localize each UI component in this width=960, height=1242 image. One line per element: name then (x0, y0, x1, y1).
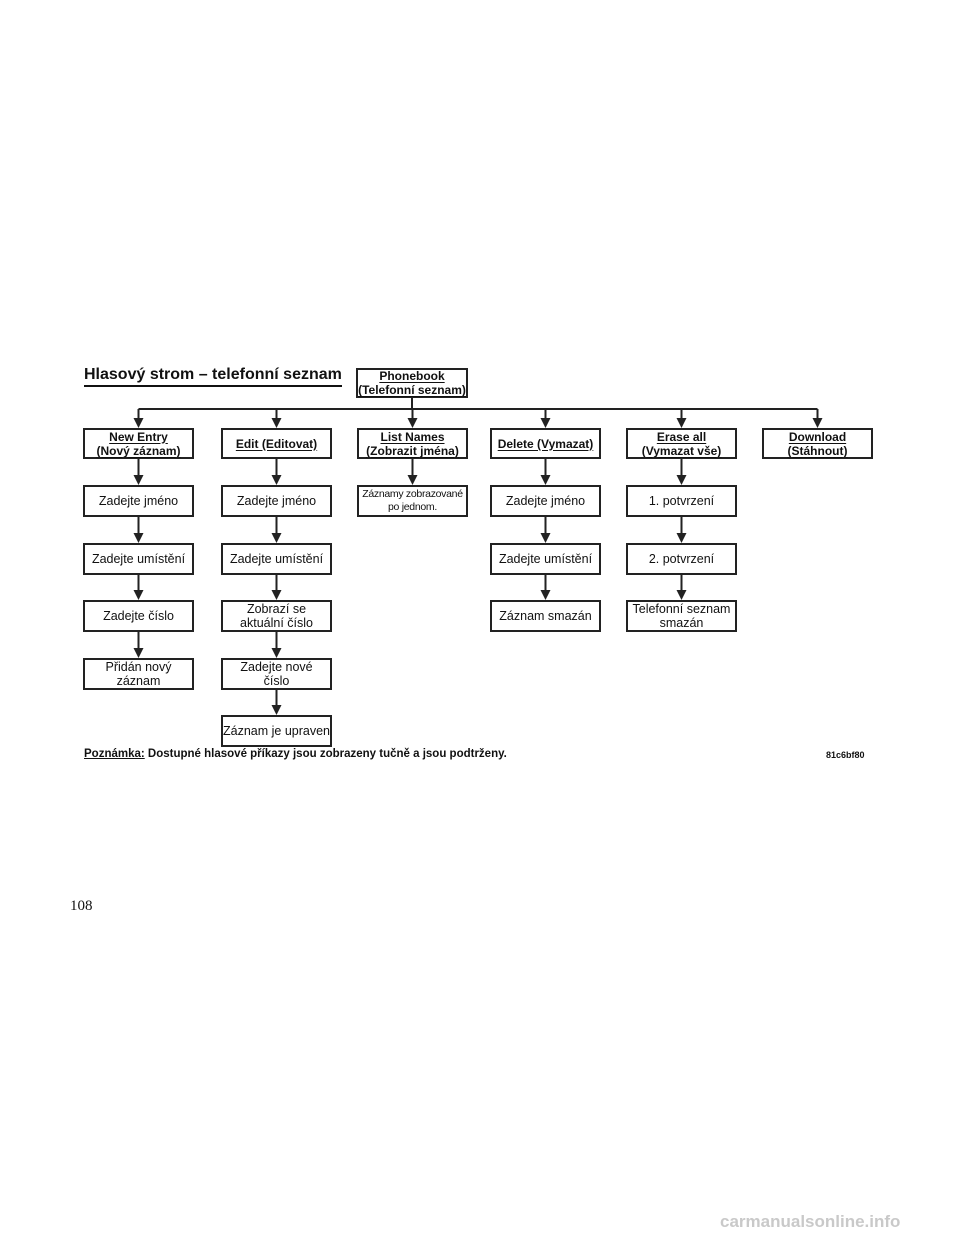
step-label-1-1-0: Zadejte umístění (229, 552, 324, 566)
command-label-2-1: (Zobrazit jména) (366, 443, 459, 458)
step-label-0-2-0: Zadejte číslo (103, 609, 174, 623)
step-node-1-0: Zadejte jméno (221, 485, 332, 517)
step-node-0-1: Zadejte umístění (83, 543, 194, 575)
step-label-4-2-1: smazán (659, 616, 704, 630)
arrow-4-2-head (676, 590, 687, 600)
step-node-4-0: 1. potvrzení (626, 485, 737, 517)
root-label-1: Phonebook (379, 369, 445, 383)
step-label-3-2-0: Záznam smazán (499, 609, 592, 623)
step-label-4-2-0: Telefonní seznam (632, 602, 731, 616)
command-node-1: Edit (Editovat) (221, 428, 332, 459)
command-label-4-0: Erase all (656, 429, 707, 444)
arrow-1-1-head (271, 533, 282, 543)
step-node-3-2: Záznam smazán (490, 600, 601, 632)
step-label-3-0-0: Zadejte jméno (505, 494, 586, 508)
root-label-2: (Telefonní seznam) (358, 383, 466, 397)
arrow-3-2-head (540, 590, 551, 600)
watermark: carmanualsonline.info (720, 1212, 901, 1231)
step-label-1-3-0: Zadejte nové (240, 660, 313, 674)
arrow-1-0-head (271, 475, 282, 485)
arrow-to-cmd-3-head (540, 418, 551, 428)
arrow-1-3-head (271, 648, 282, 658)
step-label-0-3-1: záznam (116, 674, 161, 688)
command-node-0: New Entry(Nový záznam) (83, 428, 194, 459)
root-phonebook-node: Phonebook (Telefonní seznam) (356, 368, 468, 398)
step-node-0-0: Zadejte jméno (83, 485, 194, 517)
step-label-0-0-0: Zadejte jméno (98, 494, 179, 508)
step-label-4-0-0: 1. potvrzení (648, 494, 715, 508)
command-label-1-0: Edit (Editovat) (235, 436, 318, 451)
command-node-2: List Names(Zobrazit jména) (357, 428, 468, 459)
command-label-4-1: (Vymazat vše) (641, 443, 722, 458)
step-node-3-0: Zadejte jméno (490, 485, 601, 517)
arrow-to-cmd-2-head (407, 418, 418, 428)
step-label-1-0-0: Zadejte jméno (236, 494, 317, 508)
arrow-to-cmd-5-head (812, 418, 823, 428)
arrow-4-1-head (676, 533, 687, 543)
arrow-0-3-head (133, 648, 144, 658)
arrow-1-2-head (271, 590, 282, 600)
command-label-3-0: Delete (Vymazat) (497, 436, 594, 451)
command-label-2-0: List Names (380, 429, 445, 444)
step-label-1-4-0: Záznam je upraven (223, 724, 331, 738)
step-label-0-3-0: Přidán nový (105, 660, 172, 674)
footnote: Poznámka: Dostupné hlasové příkazy jsou … (84, 748, 507, 760)
step-label-3-1-0: Zadejte umístění (498, 552, 593, 566)
step-node-3-1: Zadejte umístění (490, 543, 601, 575)
command-label-0-1: (Nový záznam) (96, 443, 181, 458)
command-label-5-0: Download (788, 429, 847, 444)
arrow-to-cmd-0-head (133, 418, 144, 428)
arrow-1-4-head (271, 705, 282, 715)
command-node-4: Erase all(Vymazat vše) (626, 428, 737, 459)
arrow-3-0-head (540, 475, 551, 485)
command-label-0-0: New Entry (109, 429, 168, 444)
step-node-4-1: 2. potvrzení (626, 543, 737, 575)
step-node-1-4: Záznam je upraven (221, 715, 332, 747)
command-node-5: Download(Stáhnout) (762, 428, 873, 459)
step-label-1-2-0: Zobrazí se (246, 602, 307, 616)
command-label-5-1: (Stáhnout) (787, 443, 848, 458)
footnote-label: Poznámka: (84, 748, 145, 760)
footnote-text: Dostupné hlasové příkazy jsou zobrazeny … (144, 748, 507, 760)
arrow-0-1-head (133, 533, 144, 543)
step-label-4-1-0: 2. potvrzení (648, 552, 715, 566)
step-node-1-1: Zadejte umístění (221, 543, 332, 575)
step-label-1-2-1: aktuální číslo (240, 616, 313, 630)
command-node-3: Delete (Vymazat) (490, 428, 601, 459)
arrow-0-0-head (133, 475, 144, 485)
step-label-1-3-1: číslo (263, 674, 290, 688)
step-label-2-0-0: Záznamy zobrazované (362, 488, 463, 500)
arrow-3-1-head (540, 533, 551, 543)
step-label-2-0-1: po jednom. (388, 501, 437, 513)
step-label-0-1-0: Zadejte umístění (91, 552, 186, 566)
arrow-to-cmd-1-head (271, 418, 282, 428)
arrow-to-cmd-4-head (676, 418, 687, 428)
figure-code: 81c6bf80 (826, 750, 865, 760)
diagram-title: Hlasový strom – telefonní seznam (84, 366, 342, 387)
arrow-0-2-head (133, 590, 144, 600)
arrow-4-0-head (676, 475, 687, 485)
step-node-0-2: Zadejte číslo (83, 600, 194, 632)
arrow-2-0-head (407, 475, 418, 485)
page-number: 108 (70, 898, 93, 914)
